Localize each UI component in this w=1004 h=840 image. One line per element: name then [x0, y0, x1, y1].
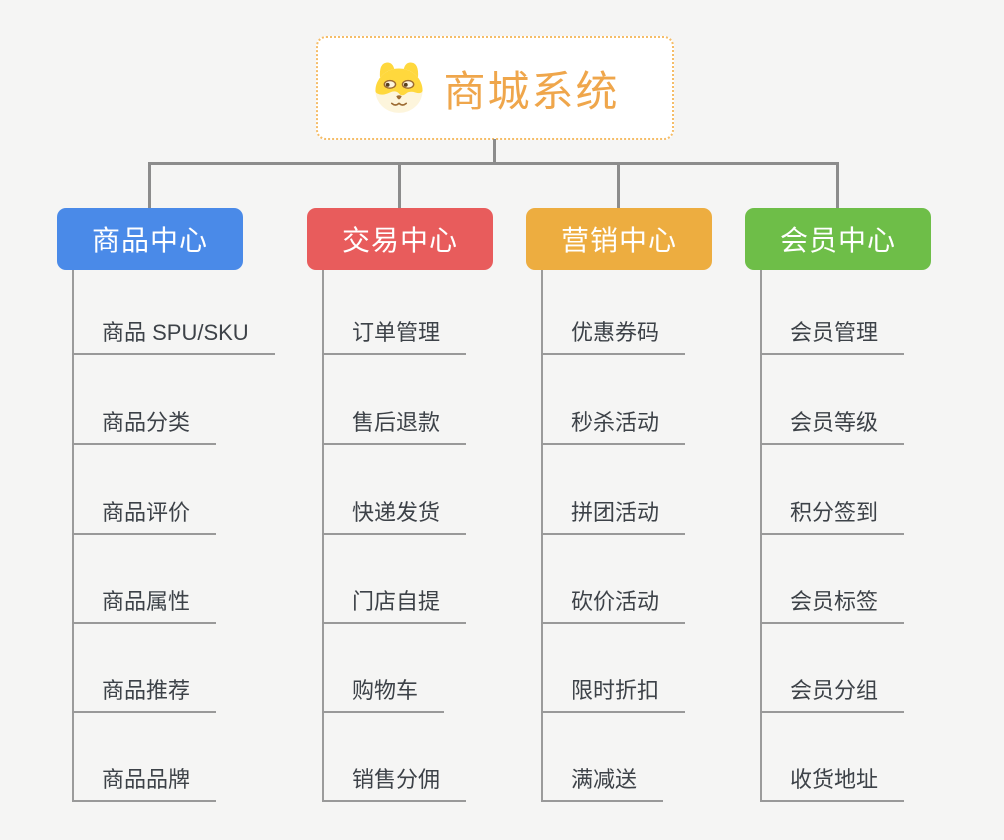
- node-item[interactable]: 订单管理: [322, 315, 467, 355]
- node-item[interactable]: 商品属性: [72, 584, 217, 624]
- node-item[interactable]: 会员分组: [760, 673, 905, 713]
- node-item[interactable]: 拼团活动: [541, 495, 686, 535]
- node-item[interactable]: 销售分佣: [322, 762, 467, 802]
- connector-drop-4: [836, 162, 839, 208]
- node-item[interactable]: 快递发货: [322, 495, 467, 535]
- node-item[interactable]: 商品推荐: [72, 673, 217, 713]
- node-item[interactable]: 会员管理: [760, 315, 905, 355]
- root-title: 商城系统: [443, 67, 620, 115]
- node-item[interactable]: 优惠券码: [541, 315, 686, 355]
- connector-rail: [149, 162, 838, 165]
- dog-face-icon: [375, 62, 424, 113]
- connector-root-stem: [493, 139, 496, 163]
- node-item[interactable]: 限时折扣: [541, 673, 686, 713]
- node-item[interactable]: 门店自提: [322, 584, 467, 624]
- node-item[interactable]: 收货地址: [760, 762, 905, 802]
- branch-spine-2: [322, 270, 324, 801]
- branch-spine-4: [760, 270, 762, 801]
- node-item[interactable]: 砍价活动: [541, 584, 686, 624]
- connector-drop-3: [617, 162, 620, 208]
- branch-marketing-center[interactable]: 营销中心: [526, 208, 712, 270]
- connector-drop-1: [148, 162, 151, 208]
- node-item[interactable]: 满减送: [541, 762, 664, 802]
- branch-spine-1: [72, 270, 74, 801]
- root-node[interactable]: 商城系统: [316, 36, 674, 140]
- branch-trade-center[interactable]: 交易中心: [307, 208, 493, 270]
- node-item[interactable]: 会员等级: [760, 405, 905, 445]
- node-item[interactable]: 商品品牌: [72, 762, 217, 802]
- branch-product-center[interactable]: 商品中心: [57, 208, 243, 270]
- branch-spine-3: [541, 270, 543, 801]
- node-item[interactable]: 秒杀活动: [541, 405, 686, 445]
- node-item[interactable]: 售后退款: [322, 405, 467, 445]
- connector-drop-2: [398, 162, 401, 208]
- node-item[interactable]: 会员标签: [760, 584, 905, 624]
- node-item[interactable]: 购物车: [322, 673, 445, 713]
- node-item[interactable]: 商品分类: [72, 405, 217, 445]
- node-item[interactable]: 积分签到: [760, 495, 905, 535]
- node-item[interactable]: 商品 SPU/SKU: [72, 315, 275, 355]
- branch-member-center[interactable]: 会员中心: [745, 208, 931, 270]
- node-item[interactable]: 商品评价: [72, 495, 217, 535]
